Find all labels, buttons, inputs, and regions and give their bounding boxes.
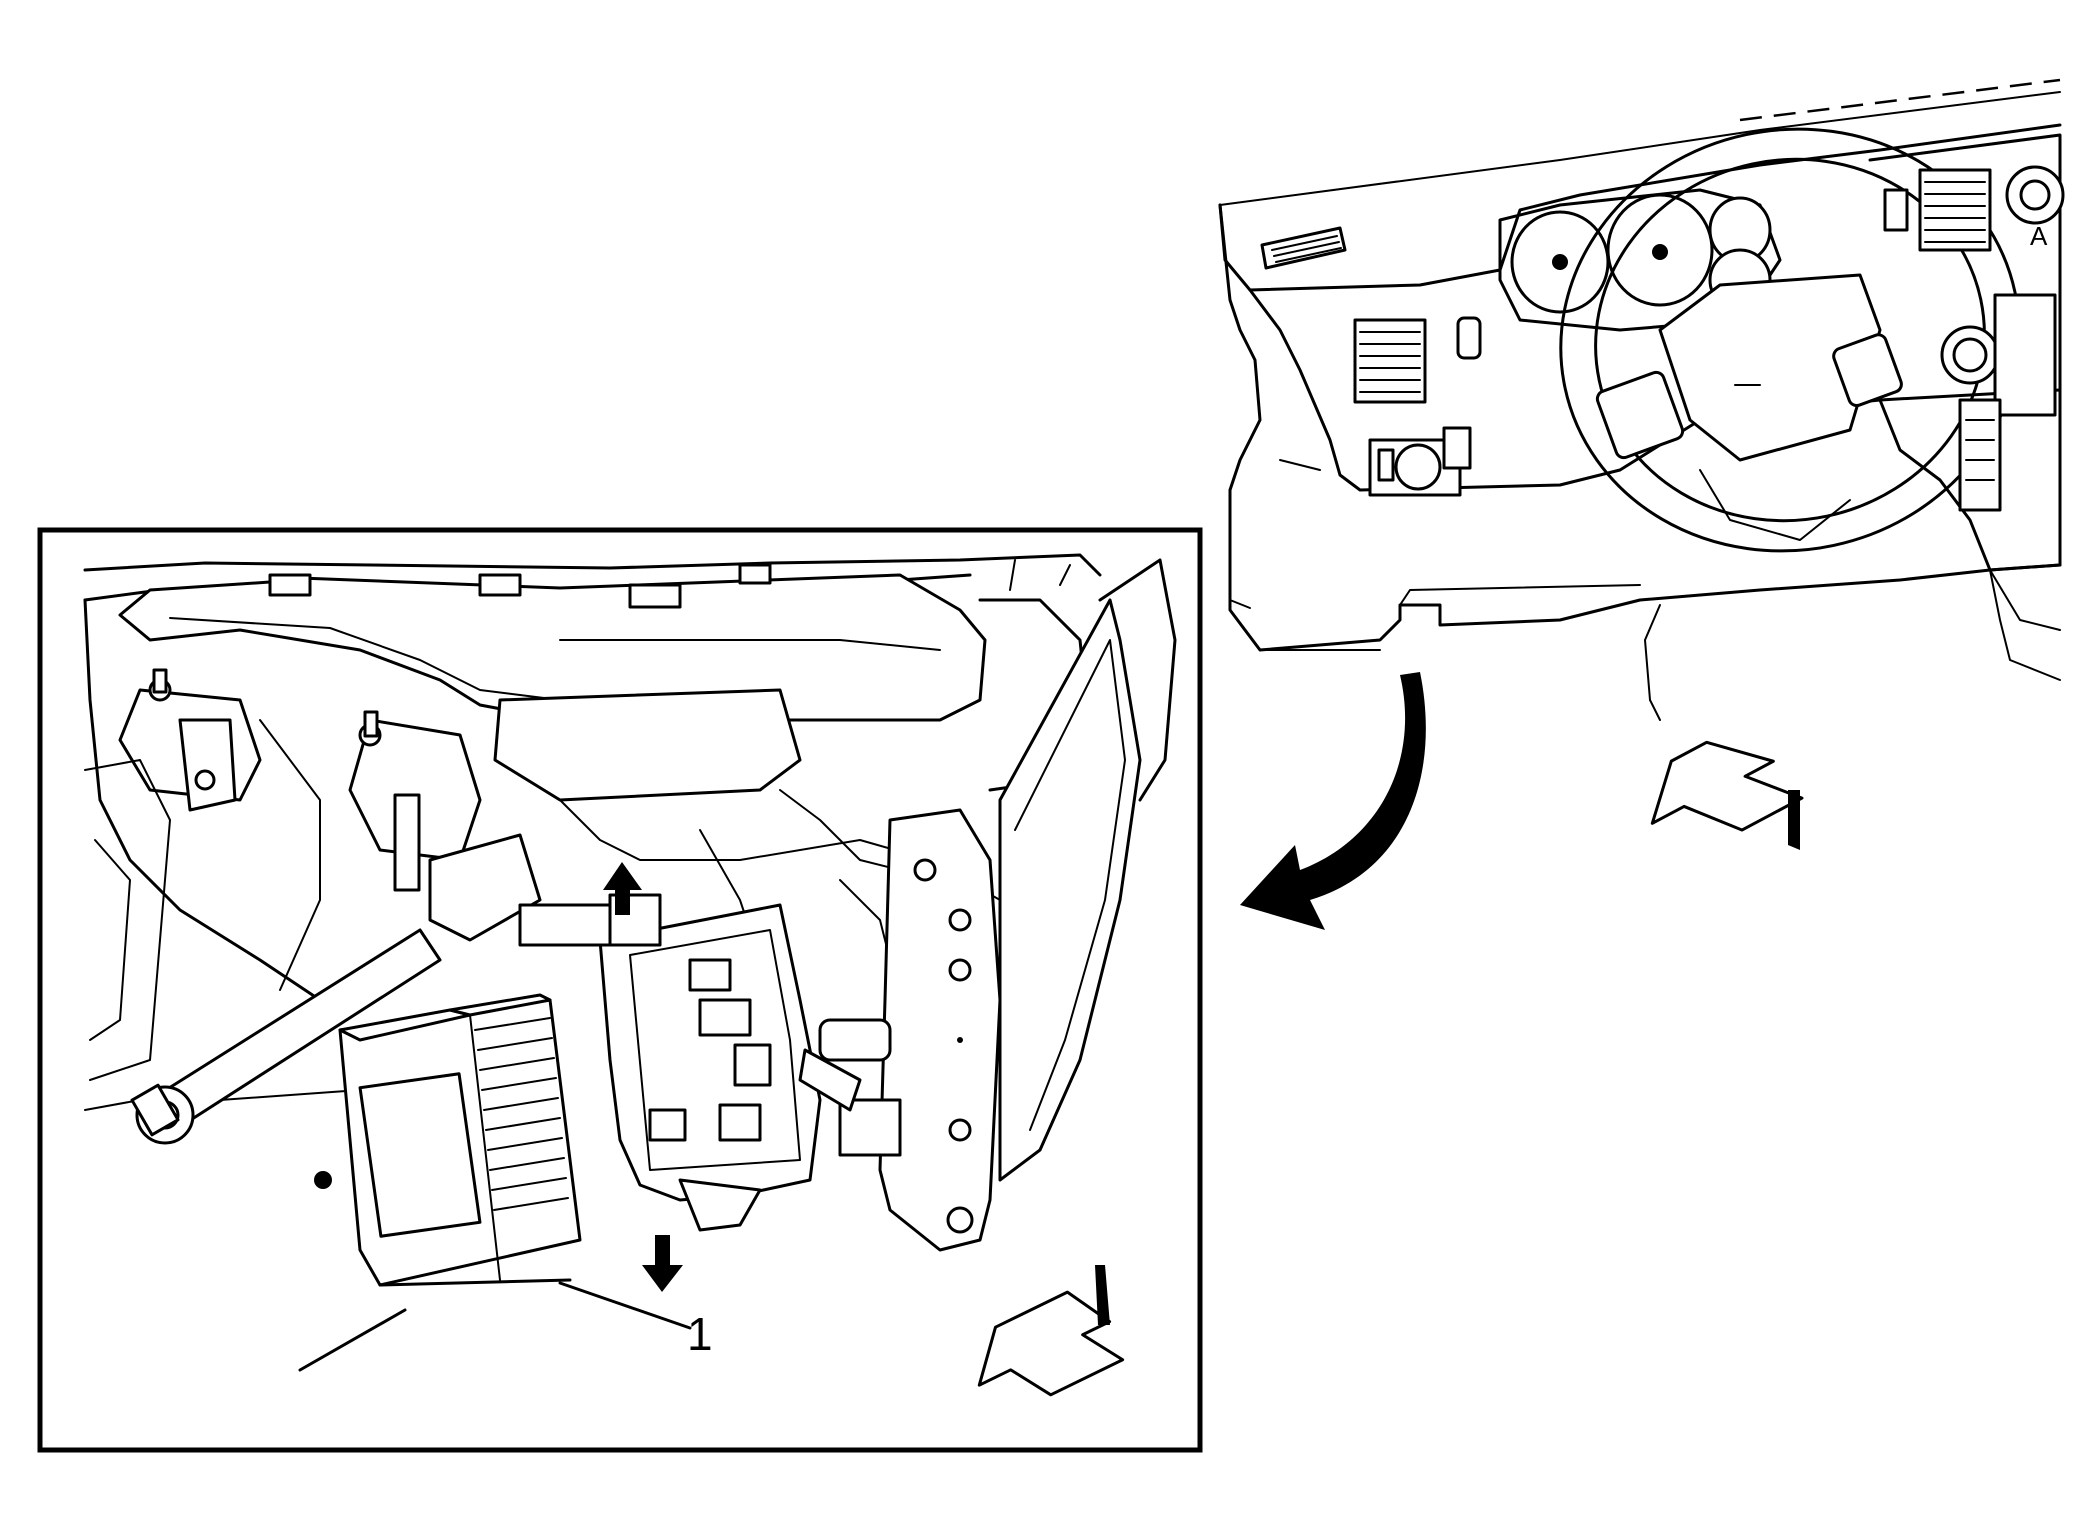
install-arrow-down: [642, 1235, 683, 1292]
install-arrow-up: [603, 862, 642, 915]
center-stack: A: [1868, 133, 2065, 572]
view-direction-arrow-upper: [1650, 740, 1804, 850]
view-direction-arrow-lower: [977, 1265, 1125, 1397]
hinge-pillar-bracket: [878, 808, 1002, 1252]
steering-wheel: [1559, 127, 2021, 553]
electronic-control-module: [338, 993, 582, 1287]
module-mounting-bracket: [518, 893, 822, 1232]
callout-leader-unlabeled: [298, 1308, 407, 1372]
detail-view: 1: [37, 527, 1203, 1453]
left-air-vent: [1260, 226, 1347, 270]
svg-text:A: A: [2030, 221, 2048, 251]
overview-instrument-panel: A: [1218, 78, 2065, 721]
steering-column-bracket: [348, 710, 542, 942]
steering-intermediate-shaft: [130, 928, 442, 1145]
headlamp-switch: [1368, 426, 1472, 497]
left-mounting-bracket: [118, 668, 262, 812]
callout-1-leader: [558, 1281, 692, 1330]
callout-1-label: 1: [687, 1308, 713, 1360]
center-left-air-vent: [1353, 318, 1427, 404]
swing-arrow: [1240, 672, 1426, 930]
detail-view-frame: [37, 527, 1203, 1453]
gauge-cluster: [1498, 188, 1782, 332]
